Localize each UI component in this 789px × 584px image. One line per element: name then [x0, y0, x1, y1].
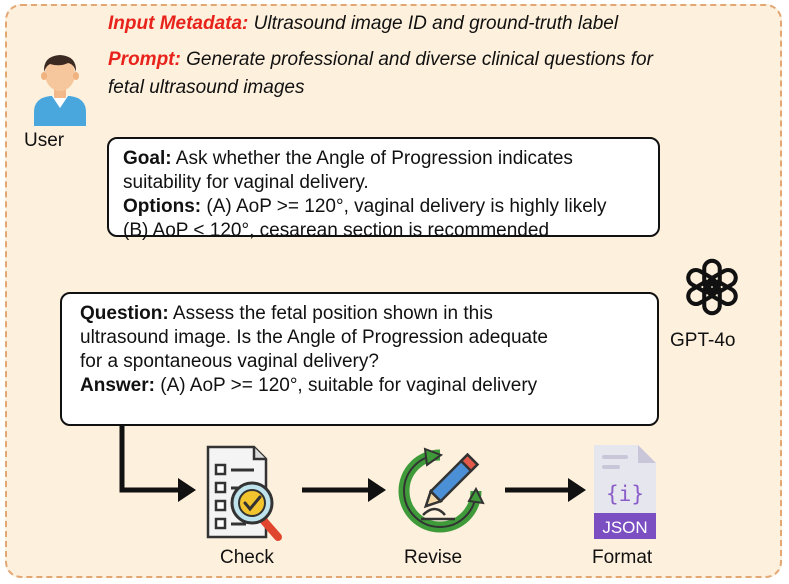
answer-line: Answer: (A) AoP >= 120°, suitable for va… — [80, 374, 643, 398]
metadata-label: Input Metadata: — [108, 13, 249, 34]
user-label: User — [24, 130, 65, 151]
answer-text: (A) AoP >= 120°, suitable for vaginal de… — [160, 375, 538, 396]
arrowhead-check — [178, 478, 196, 502]
pen-refresh-icon — [398, 447, 485, 533]
prompt-line-2: fetal ultrasound images — [108, 76, 304, 100]
prompt-line-1: Prompt: Generate professional and divers… — [108, 48, 653, 72]
goal-text-1: Ask whether the Angle of Progression ind… — [175, 148, 573, 169]
goal-text-2: suitability for vaginal delivery. — [123, 172, 369, 193]
question-text-2: ultrasound image. Is the Angle of Progre… — [80, 327, 548, 348]
qa-to-check-connector — [119, 426, 182, 493]
option-b: (B) AoP < 120°, cesarean section is reco… — [123, 220, 550, 241]
question-text-1: Assess the fetal position shown in this — [172, 303, 493, 324]
checklist-magnifier-icon — [206, 445, 282, 541]
prompt-text-2: fetal ultrasound images — [108, 77, 305, 98]
openai-logo-icon — [686, 258, 738, 316]
json-file-icon: {i} JSON — [594, 445, 656, 539]
question-line-1: Question: Assess the fetal position show… — [80, 302, 643, 326]
question-text-3: for a spontaneous vaginal delivery? — [80, 351, 379, 372]
json-braces-text: {i} — [606, 482, 644, 506]
arrowhead-format — [568, 478, 586, 502]
options-line-1: Options: (A) AoP >= 120°, vaginal delive… — [123, 195, 644, 219]
options-label: Options: — [123, 196, 202, 217]
metadata-line: Input Metadata: Ultrasound image ID and … — [108, 12, 618, 36]
goal-line-1: Goal: Ask whether the Angle of Progressi… — [123, 147, 644, 171]
step-label-check: Check — [220, 547, 274, 568]
question-label: Question: — [80, 303, 169, 324]
metadata-text: Ultrasound image ID and ground-truth lab… — [253, 13, 619, 34]
user-avatar-icon — [34, 55, 86, 126]
option-a: (A) AoP >= 120°, vaginal delivery is hig… — [206, 196, 607, 217]
json-tag-text: JSON — [602, 518, 647, 537]
goal-label: Goal: — [123, 148, 172, 169]
goal-options-box: Goal: Ask whether the Angle of Progressi… — [107, 137, 660, 241]
model-label: GPT-4o — [670, 330, 736, 351]
arrowhead-revise — [368, 478, 386, 502]
answer-label: Answer: — [80, 375, 155, 396]
step-label-format: Format — [592, 547, 653, 568]
question-answer-box: Question: Assess the fetal position show… — [60, 292, 659, 426]
prompt-text-1: Generate professional and diverse clinic… — [186, 49, 653, 70]
step-label-revise: Revise — [404, 547, 463, 568]
prompt-label: Prompt: — [108, 49, 181, 70]
